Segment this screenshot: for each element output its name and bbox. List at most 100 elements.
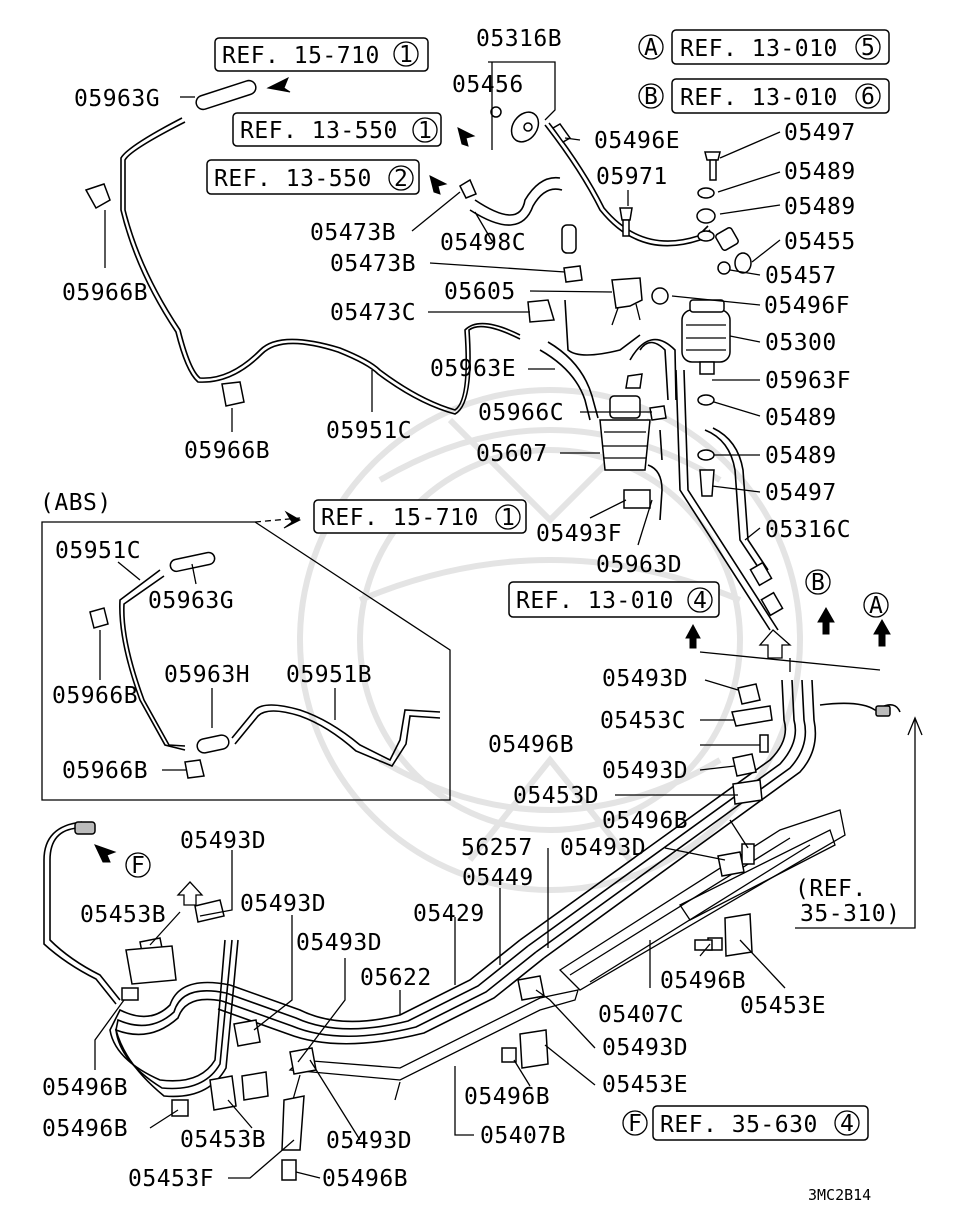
marker-f: F bbox=[125, 852, 151, 879]
label-05966B-b: 05966B bbox=[184, 438, 270, 464]
label-05493D-c: 05493D bbox=[560, 835, 646, 861]
small-parts-top bbox=[84, 106, 752, 509]
label-05496B-a: 05496B bbox=[488, 732, 574, 758]
label-05951C: 05951C bbox=[326, 418, 412, 444]
watermark bbox=[297, 387, 803, 893]
svg-text:B: B bbox=[644, 84, 658, 110]
label-05453E-b: 05453E bbox=[602, 1072, 688, 1098]
svg-text:35-310): 35-310) bbox=[800, 901, 900, 927]
label-05489-a: 05489 bbox=[784, 159, 856, 185]
svg-text:A: A bbox=[644, 35, 658, 61]
ref-13-550-2[interactable]: REF. 13-550 2 bbox=[206, 159, 420, 195]
label-05605: 05605 bbox=[444, 279, 516, 305]
svg-text:REF. 13-010: REF. 13-010 bbox=[680, 36, 838, 62]
label-05407C: 05407C bbox=[598, 1002, 684, 1028]
part-labels: 05316B 05456 05963G 05496E 05497 05489 0… bbox=[42, 26, 871, 1204]
svg-text:1: 1 bbox=[418, 118, 432, 144]
label-05497-a: 05497 bbox=[784, 120, 856, 146]
ref-13-550-1[interactable]: REF. 13-550 1 bbox=[232, 112, 442, 147]
abs-inset: (ABS) bbox=[40, 490, 451, 801]
svg-text:4: 4 bbox=[693, 588, 707, 614]
ref-13-010-4[interactable]: REF. 13-010 4 bbox=[508, 581, 720, 618]
svg-text:REF. 15-710: REF. 15-710 bbox=[222, 43, 380, 69]
svg-text:4: 4 bbox=[840, 1111, 854, 1137]
marker-a: A bbox=[863, 592, 889, 619]
label-05489-d: 05489 bbox=[765, 443, 837, 469]
label-05453B-a: 05453B bbox=[80, 902, 166, 928]
label-05453B-b: 05453B bbox=[180, 1127, 266, 1153]
label-05453D: 05453D bbox=[513, 783, 599, 809]
label-05496B-c: 05496B bbox=[42, 1075, 128, 1101]
svg-text:6: 6 bbox=[861, 84, 875, 110]
label-05607: 05607 bbox=[476, 441, 548, 467]
label-05496E: 05496E bbox=[594, 128, 680, 154]
label-05493D-e: 05493D bbox=[240, 891, 326, 917]
mounting-rails bbox=[288, 809, 846, 1111]
svg-text:F: F bbox=[628, 1111, 642, 1137]
label-05622: 05622 bbox=[360, 965, 432, 991]
label-05489-b: 05489 bbox=[784, 194, 856, 220]
bracket-05605 bbox=[611, 277, 643, 326]
ref-b-13-010-6[interactable]: B REF. 13-010 6 bbox=[638, 78, 890, 114]
label-abs-05966B-b: 05966B bbox=[62, 758, 148, 784]
label-05455: 05455 bbox=[784, 229, 856, 255]
label-05489-c: 05489 bbox=[765, 405, 837, 431]
drawing-id: 3MC2B14 bbox=[808, 1186, 871, 1204]
label-05963G: 05963G bbox=[74, 86, 160, 112]
label-56257: 56257 bbox=[461, 835, 533, 861]
svg-text:REF. 13-550: REF. 13-550 bbox=[214, 166, 372, 192]
label-05473B-b: 05473B bbox=[330, 251, 416, 277]
label-05496B-e: 05496B bbox=[322, 1166, 408, 1192]
label-abs-05963G: 05963G bbox=[148, 588, 234, 614]
label-05316B: 05316B bbox=[476, 26, 562, 52]
label-05963D: 05963D bbox=[596, 552, 682, 578]
fuel-filter bbox=[681, 299, 731, 375]
ref-35-310[interactable]: (REF. 35-310) bbox=[795, 716, 923, 929]
label-05473B-a: 05473B bbox=[310, 220, 396, 246]
label-05493F: 05493F bbox=[536, 521, 622, 547]
label-05429: 05429 bbox=[413, 901, 485, 927]
label-05316C: 05316C bbox=[765, 517, 851, 543]
label-05971: 05971 bbox=[596, 164, 668, 190]
ref-f-35-630-4[interactable]: F REF. 35-630 4 bbox=[622, 1105, 869, 1141]
label-05300: 05300 bbox=[765, 330, 837, 356]
label-05966C: 05966C bbox=[478, 400, 564, 426]
label-abs-05966B-a: 05966B bbox=[52, 683, 138, 709]
ref-a-13-010-5[interactable]: A REF. 13-010 5 bbox=[638, 29, 890, 65]
label-abs-05951B: 05951B bbox=[286, 662, 372, 688]
svg-text:A: A bbox=[869, 593, 883, 619]
label-05457: 05457 bbox=[765, 263, 837, 289]
svg-text:1: 1 bbox=[501, 505, 515, 531]
label-05493D-g: 05493D bbox=[326, 1128, 412, 1154]
label-05498C: 05498C bbox=[440, 230, 526, 256]
label-05493D-f: 05493D bbox=[296, 930, 382, 956]
label-05493D-d: 05493D bbox=[180, 828, 266, 854]
label-05407B: 05407B bbox=[480, 1123, 566, 1149]
label-05473C: 05473C bbox=[330, 300, 416, 326]
ref-arrows bbox=[94, 76, 891, 906]
marker-b: B bbox=[805, 569, 831, 596]
label-05963F: 05963F bbox=[765, 368, 851, 394]
main-fuel-lines bbox=[43, 369, 901, 1098]
label-05453E-a: 05453E bbox=[740, 993, 826, 1019]
svg-text:1: 1 bbox=[399, 42, 413, 68]
ref-15-710-abs[interactable]: REF. 15-710 1 bbox=[313, 499, 527, 534]
label-05493D-a: 05493D bbox=[602, 666, 688, 692]
label-05963E: 05963E bbox=[430, 356, 516, 382]
label-05496B-d: 05496B bbox=[42, 1116, 128, 1142]
label-05966B-a: 05966B bbox=[62, 280, 148, 306]
svg-text:REF. 15-710: REF. 15-710 bbox=[321, 505, 479, 531]
label-05456: 05456 bbox=[452, 72, 524, 98]
clips-and-bolts-bottom bbox=[121, 683, 773, 1181]
top-piping bbox=[120, 79, 711, 521]
svg-text:REF. 13-010: REF. 13-010 bbox=[680, 85, 838, 111]
svg-text:REF. 35-630: REF. 35-630 bbox=[660, 1112, 818, 1138]
label-05453F: 05453F bbox=[128, 1166, 214, 1192]
ref-15-710-top[interactable]: REF. 15-710 1 bbox=[214, 37, 429, 72]
label-05453C: 05453C bbox=[600, 708, 686, 734]
label-abs-05951C: 05951C bbox=[55, 538, 141, 564]
label-05449: 05449 bbox=[462, 865, 534, 891]
svg-text:F: F bbox=[131, 853, 145, 879]
svg-text:2: 2 bbox=[394, 166, 408, 192]
